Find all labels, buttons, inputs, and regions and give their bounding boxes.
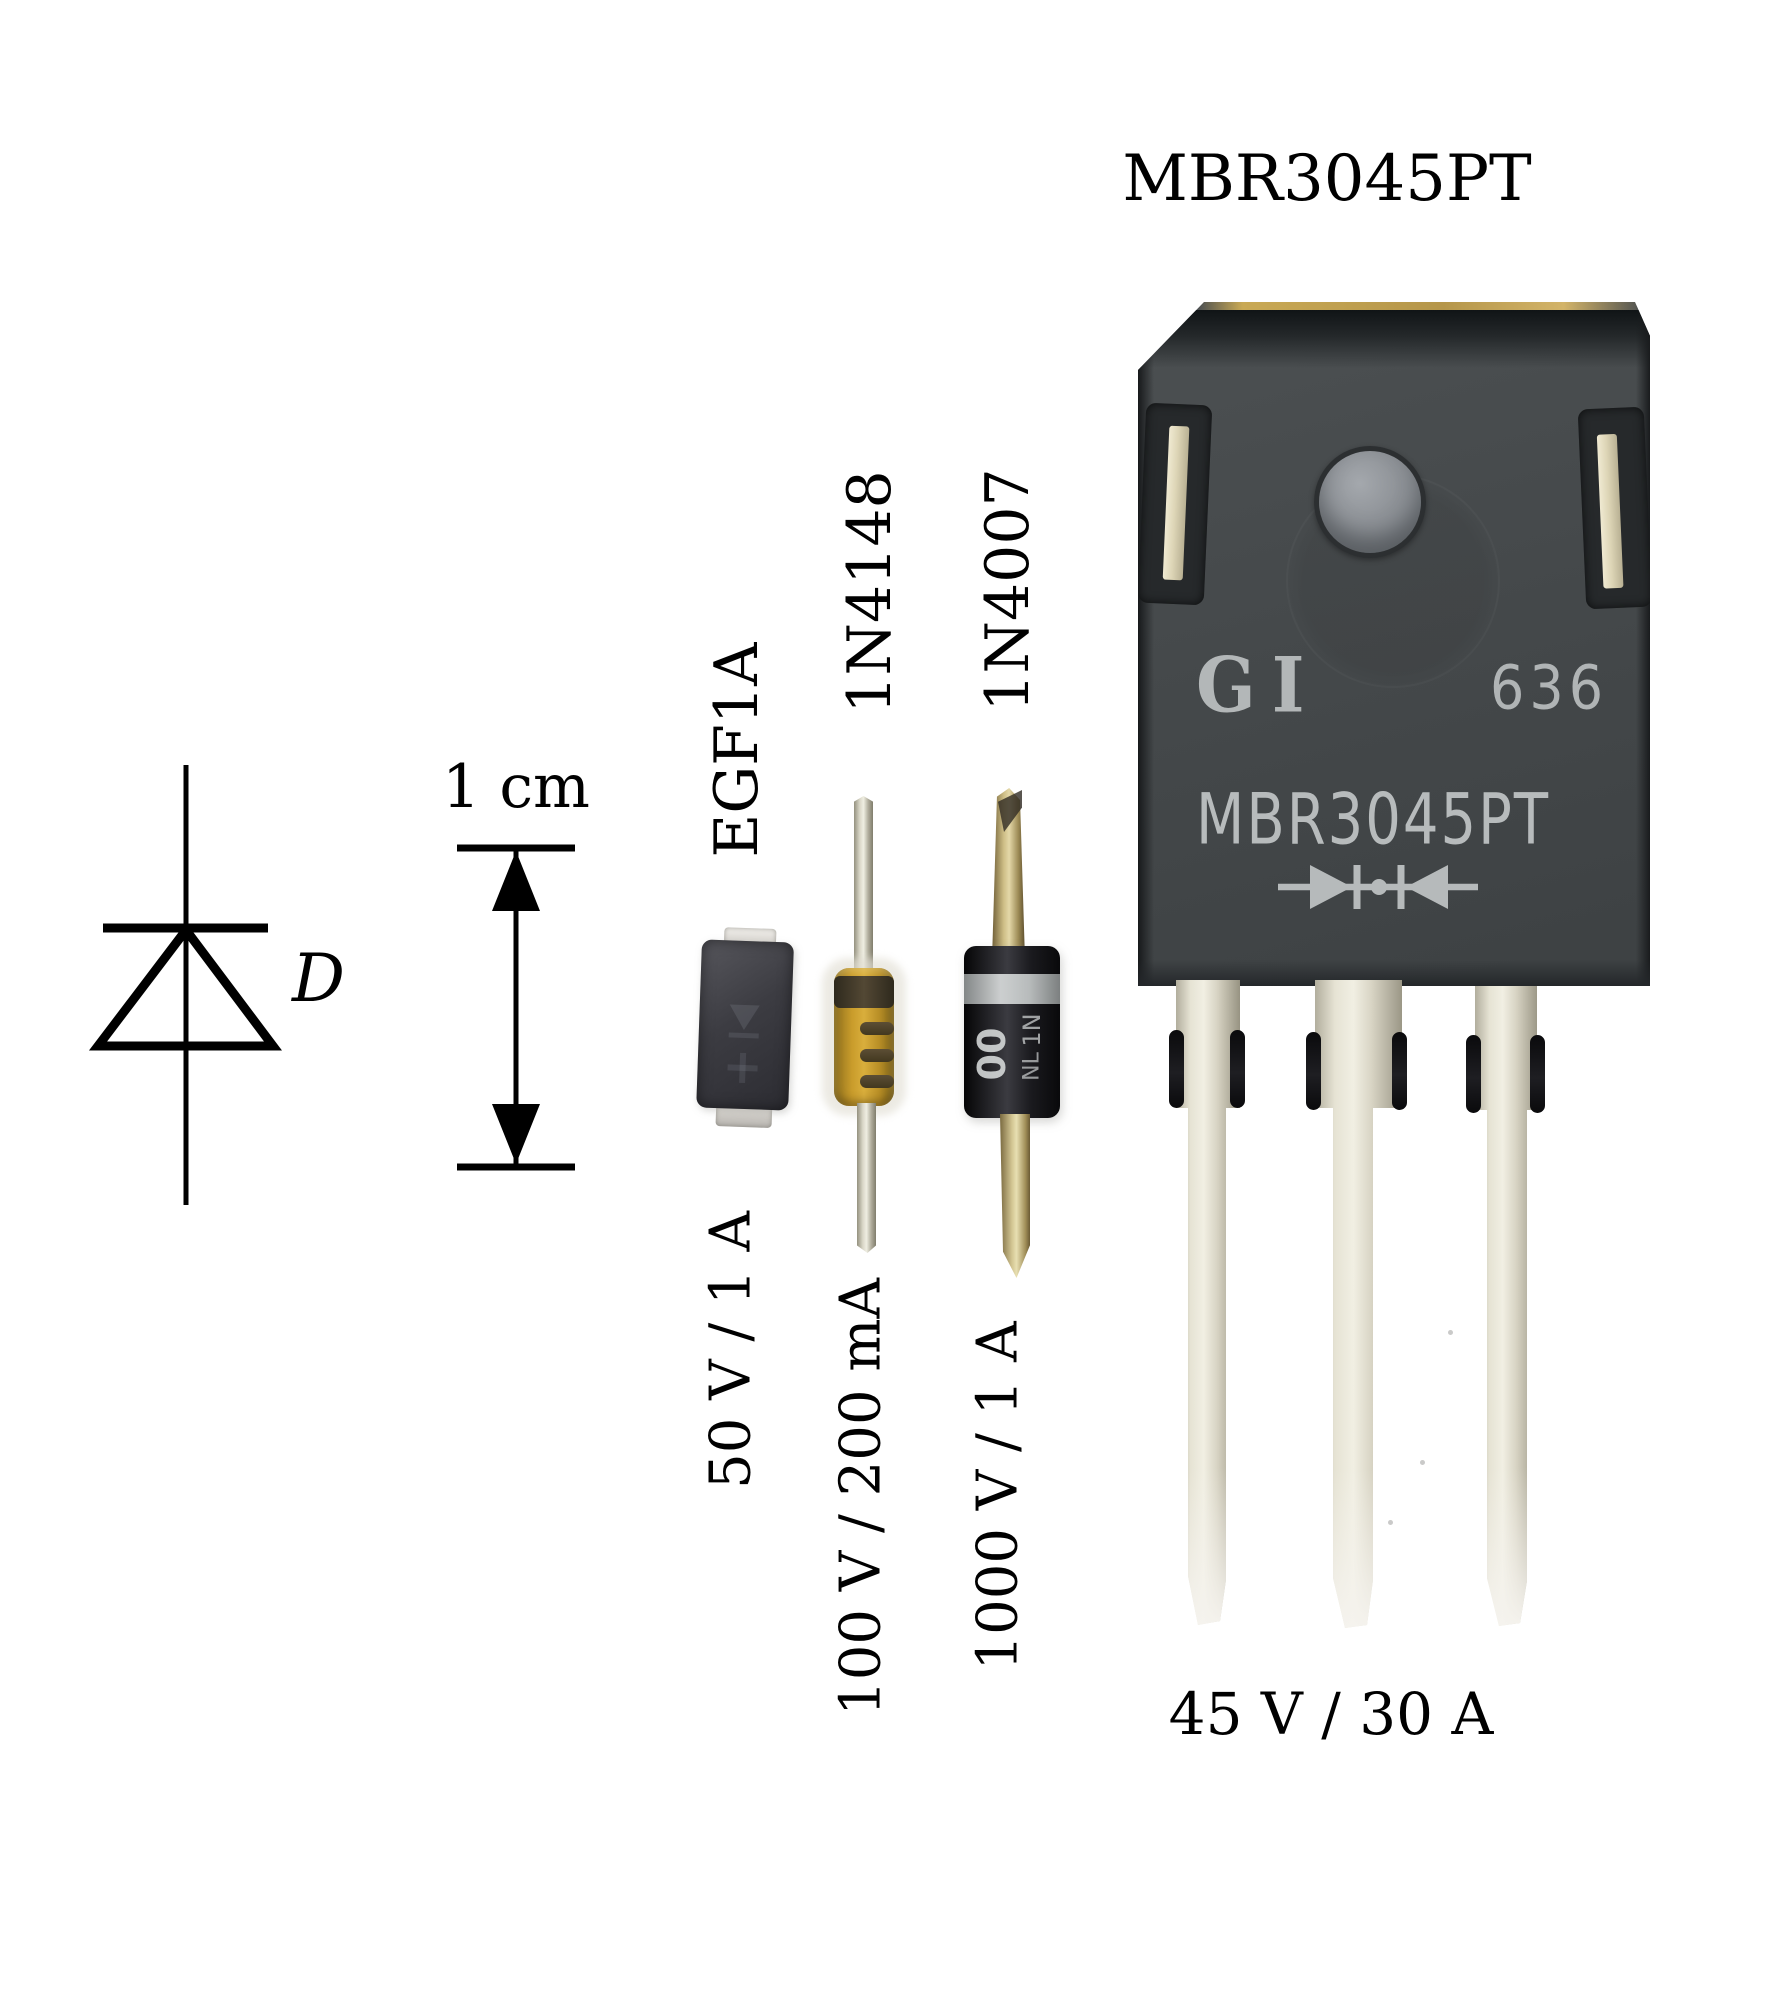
1n4148-body bbox=[834, 968, 894, 1106]
1n4148-cathode-band bbox=[834, 976, 894, 1008]
1n4007-body-marking: 1N bbox=[1018, 1013, 1046, 1047]
leg-insulator-band bbox=[1169, 1030, 1184, 1108]
rating-1n4007: 1000 V / 1 A bbox=[965, 1321, 1031, 1671]
leg-insulator-band bbox=[1530, 1035, 1545, 1113]
dust-speck bbox=[1420, 1460, 1425, 1465]
leg-insulator-band bbox=[1392, 1032, 1407, 1110]
figure-title: MBR3045PT bbox=[1122, 142, 1532, 216]
leg-insulator-band bbox=[1306, 1032, 1321, 1110]
package-slot-left bbox=[1138, 402, 1213, 606]
package-right-edge bbox=[1636, 302, 1650, 986]
1n4007-body-marking: 00 bbox=[970, 1027, 1014, 1081]
package-leg-middle bbox=[1315, 980, 1402, 1628]
package-brand-marking: GI bbox=[1196, 640, 1321, 731]
package-mounting-hole bbox=[1314, 446, 1426, 558]
package-left-edge bbox=[1138, 302, 1154, 986]
1n4007-body-marking: NL bbox=[1019, 1052, 1045, 1081]
label-1n4007: 1N4007 bbox=[973, 468, 1043, 712]
package-slot-right-metal bbox=[1596, 433, 1624, 589]
smd-diode-marking bbox=[728, 1004, 760, 1031]
label-egf1a: EGF1A bbox=[702, 642, 772, 858]
rating-1n4148: 100 V / 200 mA bbox=[828, 1278, 894, 1716]
dust-speck bbox=[1448, 1330, 1453, 1335]
package-top-bevel bbox=[1138, 310, 1650, 368]
leg-insulator-band bbox=[1230, 1030, 1245, 1108]
dual-diode-symbol-icon bbox=[1278, 865, 1478, 909]
1n4148-lead-bottom bbox=[857, 1103, 876, 1253]
egf1a-smd-diode-photo bbox=[691, 923, 798, 1131]
leg-insulator-band bbox=[1466, 1035, 1481, 1113]
scale-label: 1 cm bbox=[442, 752, 590, 822]
1n4007-lead-bottom bbox=[1000, 1114, 1030, 1278]
package-part-number: MBR3045PT bbox=[1196, 779, 1551, 861]
1n4007-cathode-band bbox=[964, 974, 1060, 1004]
smd-body bbox=[696, 939, 794, 1111]
scale-arrow-icon bbox=[457, 844, 575, 1171]
rating-mbr3045pt: 45 V / 30 A bbox=[1168, 1680, 1494, 1748]
1n4148-stripe bbox=[860, 1075, 894, 1088]
1n4148-stripe bbox=[860, 1049, 894, 1062]
diode-schematic-icon bbox=[88, 765, 282, 1205]
dust-speck bbox=[1388, 1520, 1393, 1525]
package-slot-left-metal bbox=[1162, 425, 1190, 581]
1n4148-stripe bbox=[860, 1022, 894, 1035]
rating-egf1a: 50 V / 1 A bbox=[698, 1211, 764, 1489]
package-date-code: 636 bbox=[1490, 652, 1609, 723]
smd-cathode-marking bbox=[728, 1032, 759, 1039]
label-1n4148: 1N4148 bbox=[835, 470, 905, 714]
package-leadframe-edge bbox=[1198, 302, 1644, 312]
smd-polarity-marking bbox=[727, 1064, 758, 1072]
schematic-label: D bbox=[292, 940, 345, 1017]
1n4148-lead-top bbox=[854, 796, 873, 982]
1n4007-body: 00 1N NL bbox=[964, 946, 1060, 1118]
package-slot-right bbox=[1577, 406, 1650, 610]
mbr3045pt-package-photo: GI 636 MBR3045PT bbox=[1138, 302, 1650, 986]
